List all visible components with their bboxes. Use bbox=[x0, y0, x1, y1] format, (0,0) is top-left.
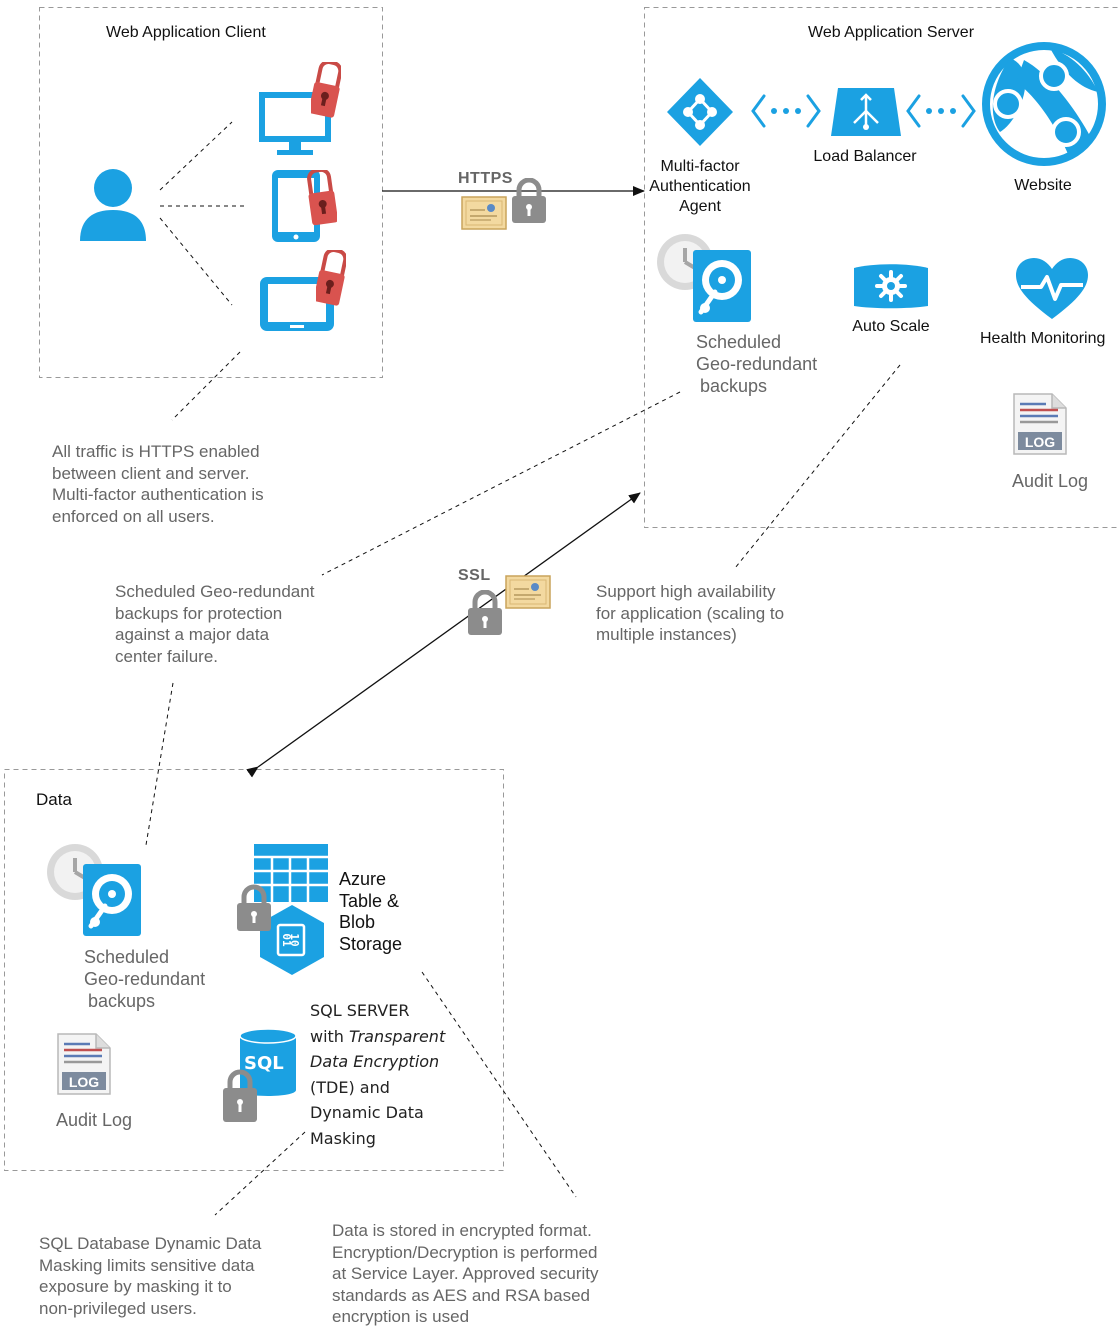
auto-scale-label: Auto Scale bbox=[852, 318, 930, 335]
website-label: Website bbox=[1014, 177, 1072, 194]
note-connector-backup-data bbox=[145, 682, 174, 846]
server-backup-icon bbox=[657, 234, 751, 322]
user-link-top bbox=[159, 121, 233, 191]
server-group-title: Web Application Server bbox=[808, 24, 975, 41]
user-icon bbox=[80, 169, 146, 241]
mfa-agent-icon bbox=[667, 78, 733, 146]
ssl-certificate-icon bbox=[505, 575, 551, 609]
sql-database-icon bbox=[223, 1028, 297, 1122]
server-audit-log-icon bbox=[1013, 393, 1067, 455]
server-audit-log-label: Audit Log bbox=[1012, 471, 1089, 491]
note-backup: Scheduled Geo-redundant backups for prot… bbox=[115, 582, 315, 666]
note-connector-backup-server bbox=[321, 391, 681, 576]
load-balancer-label: Load Balancer bbox=[813, 148, 917, 165]
data-audit-log-label: Audit Log bbox=[56, 1110, 133, 1130]
https-certificate-icon bbox=[461, 196, 507, 230]
lb-website-dots bbox=[926, 108, 956, 114]
client-lock-icon-2 bbox=[307, 170, 337, 226]
lb-website-link bbox=[906, 94, 976, 128]
data-group-title: Data bbox=[36, 790, 72, 809]
ssl-lock-icon bbox=[468, 590, 502, 635]
note-connector-masking bbox=[214, 1131, 306, 1216]
data-backup-icon bbox=[47, 844, 141, 936]
note-connector-ha bbox=[734, 364, 901, 569]
website-globe-icon bbox=[982, 42, 1106, 166]
data-audit-log-icon bbox=[57, 1033, 111, 1095]
server-audit-log-badge: LOG bbox=[1024, 434, 1056, 450]
mfa-lb-link bbox=[751, 94, 821, 128]
load-balancer-icon bbox=[831, 88, 901, 136]
server-backup-label: Scheduled Geo-redundant backups bbox=[696, 332, 818, 396]
data-backup-label: Scheduled Geo-redundant backups bbox=[84, 947, 206, 1011]
data-audit-log-badge: LOG bbox=[68, 1074, 100, 1090]
table-blob-storage-label: Azure Table & Blob Storage bbox=[339, 869, 403, 954]
note-connector-encryption bbox=[421, 971, 577, 1198]
sql-badge: SQL bbox=[244, 1053, 284, 1074]
mfa-lb-dots bbox=[771, 108, 801, 114]
note-connector-https bbox=[171, 351, 241, 421]
client-boundary bbox=[39, 7, 383, 378]
health-monitoring-icon bbox=[1016, 258, 1088, 319]
ssl-connection bbox=[246, 492, 641, 778]
note-dynamic-masking: SQL Database Dynamic Data Masking limits… bbox=[39, 1234, 262, 1318]
client-lock-icon-1 bbox=[311, 62, 341, 118]
https-lock-icon bbox=[512, 178, 546, 223]
note-encryption: Data is stored in encrypted format. Encr… bbox=[332, 1221, 599, 1326]
svg-text:10: 10 bbox=[288, 933, 301, 946]
auto-scale-icon bbox=[854, 264, 928, 309]
client-group-title: Web Application Client bbox=[106, 24, 266, 41]
health-monitoring-label: Health Monitoring bbox=[980, 330, 1106, 347]
sql-server-label: SQL SERVER with Transparent Data Encrypt… bbox=[310, 1001, 446, 1148]
mfa-agent-label: Multi-factor Authentication Agent bbox=[649, 158, 751, 215]
note-https: All traffic is HTTPS enabled between cli… bbox=[52, 442, 264, 526]
https-label: HTTPS bbox=[458, 170, 513, 187]
svg-text:01: 01 bbox=[280, 933, 293, 947]
mobile-phone-icon bbox=[272, 170, 320, 242]
desktop-monitor-icon bbox=[259, 92, 331, 155]
user-link-bottom bbox=[159, 217, 233, 306]
server-boundary bbox=[644, 7, 1120, 528]
table-blob-storage-icon: 10 01 bbox=[237, 844, 328, 975]
client-lock-icon-3 bbox=[316, 250, 346, 306]
note-high-availability: Support high availability for applicatio… bbox=[596, 582, 785, 644]
ssl-label: SSL bbox=[458, 567, 491, 584]
